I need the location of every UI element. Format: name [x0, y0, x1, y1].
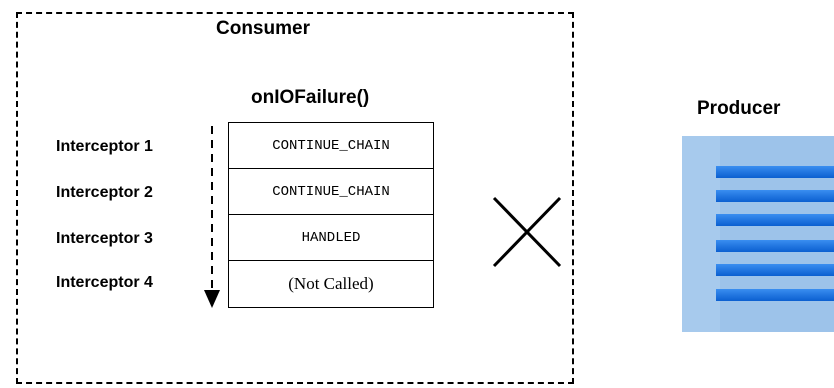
interceptor-label-1: Interceptor 1 [56, 138, 153, 155]
chain-flow-arrow [204, 126, 220, 308]
interceptor-label-2: Interceptor 2 [56, 184, 153, 201]
failure-x-icon [492, 196, 562, 268]
producer-title: Producer [697, 98, 781, 119]
result-cell-4: (Not Called) [288, 274, 374, 293]
method-title: onIOFailure() [251, 87, 370, 108]
result-cell-3: HANDLED [229, 215, 433, 261]
consumer-title: Consumer [216, 18, 310, 39]
consumer-boundary [16, 12, 574, 384]
result-table: CONTINUE_CHAIN CONTINUE_CHAIN HANDLED (N… [228, 122, 434, 308]
result-cell-1: CONTINUE_CHAIN [229, 123, 433, 169]
interceptor-label-4: Interceptor 4 [56, 274, 153, 291]
interceptor-label-3: Interceptor 3 [56, 230, 153, 247]
producer-server-icon [682, 136, 834, 332]
result-cell-2: CONTINUE_CHAIN [229, 169, 433, 215]
